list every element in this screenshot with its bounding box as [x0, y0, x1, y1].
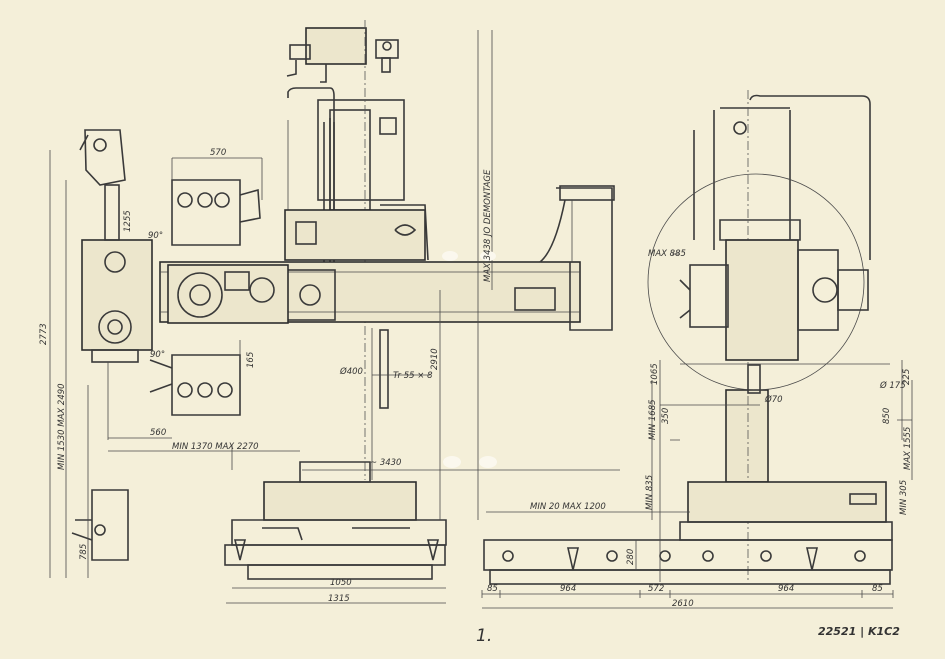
dim-min305: MIN 305: [899, 480, 909, 515]
dim-max885: MAX 885: [648, 249, 686, 259]
dim-225: 225: [902, 369, 912, 385]
dim-85-right: 85: [872, 584, 883, 594]
right-elevation-view: [481, 90, 913, 609]
dim-572: 572: [648, 584, 664, 594]
dim-max3438: MAX 3438 JO DEMONTAGE: [483, 169, 493, 282]
dim-1255: 1255: [123, 210, 133, 232]
dim-min835: MIN 835: [645, 475, 655, 510]
left-elevation-view: [49, 20, 620, 604]
dim-2773: 2773: [39, 323, 49, 345]
dim-350: 350: [661, 408, 671, 424]
dim-570: 570: [210, 148, 226, 158]
dim-560: 560: [150, 428, 166, 438]
dim-2610: 2610: [672, 599, 694, 609]
front-base: [483, 481, 893, 585]
right-dimension-lines: [481, 253, 913, 609]
dim-angle-90-top: 90°: [148, 231, 163, 241]
dim-3430: ~ 3430: [370, 458, 401, 468]
dim-785: 785: [79, 544, 89, 560]
column-head-housing: [284, 204, 429, 261]
dim-max1555: MAX 1555: [903, 427, 913, 470]
dim-min1530-max2490: MIN 1530 MAX 2490: [57, 383, 67, 470]
dim-angle-90-bottom: 90°: [150, 350, 165, 360]
dim-min1370-max2270: MIN 1370 MAX 2270: [172, 442, 259, 452]
head-upper-position: [171, 158, 263, 246]
dim-1315: 1315: [328, 594, 350, 604]
dim-thread: Tr 55 × 8: [393, 371, 433, 381]
dim-min1685: MIN 1685: [648, 399, 658, 440]
drilling-head: [79, 129, 289, 363]
head-lower-position: [107, 354, 241, 440]
lower-head-detail: [71, 489, 129, 561]
dim-165: 165: [246, 352, 256, 368]
dim-min20-max1200: MIN 20 MAX 1200: [530, 502, 606, 512]
dim-dia70: Ø70: [764, 394, 783, 405]
figure-number: 1.: [476, 626, 492, 646]
left-dimension-lines: [49, 30, 620, 604]
top-motor: [286, 27, 399, 83]
dim-280: 280: [626, 549, 636, 565]
dim-85-left: 85: [487, 584, 498, 594]
drawing-reference: 22521 | K1C2: [818, 625, 900, 638]
dim-964-right: 964: [778, 584, 794, 594]
dim-1065: 1065: [650, 363, 660, 385]
dim-dia400: Ø400: [339, 366, 363, 377]
dim-1050: 1050: [330, 578, 352, 588]
swing-circle: [647, 173, 865, 391]
base: [224, 461, 447, 580]
dim-850: 850: [882, 408, 892, 424]
dim-964-left: 964: [560, 584, 576, 594]
spindle-shaft: [371, 328, 389, 480]
scan-marks: [442, 251, 497, 468]
dim-dia175: Ø 175: [879, 380, 906, 391]
dim-2910: 2910: [430, 348, 440, 370]
front-head: [679, 219, 869, 394]
